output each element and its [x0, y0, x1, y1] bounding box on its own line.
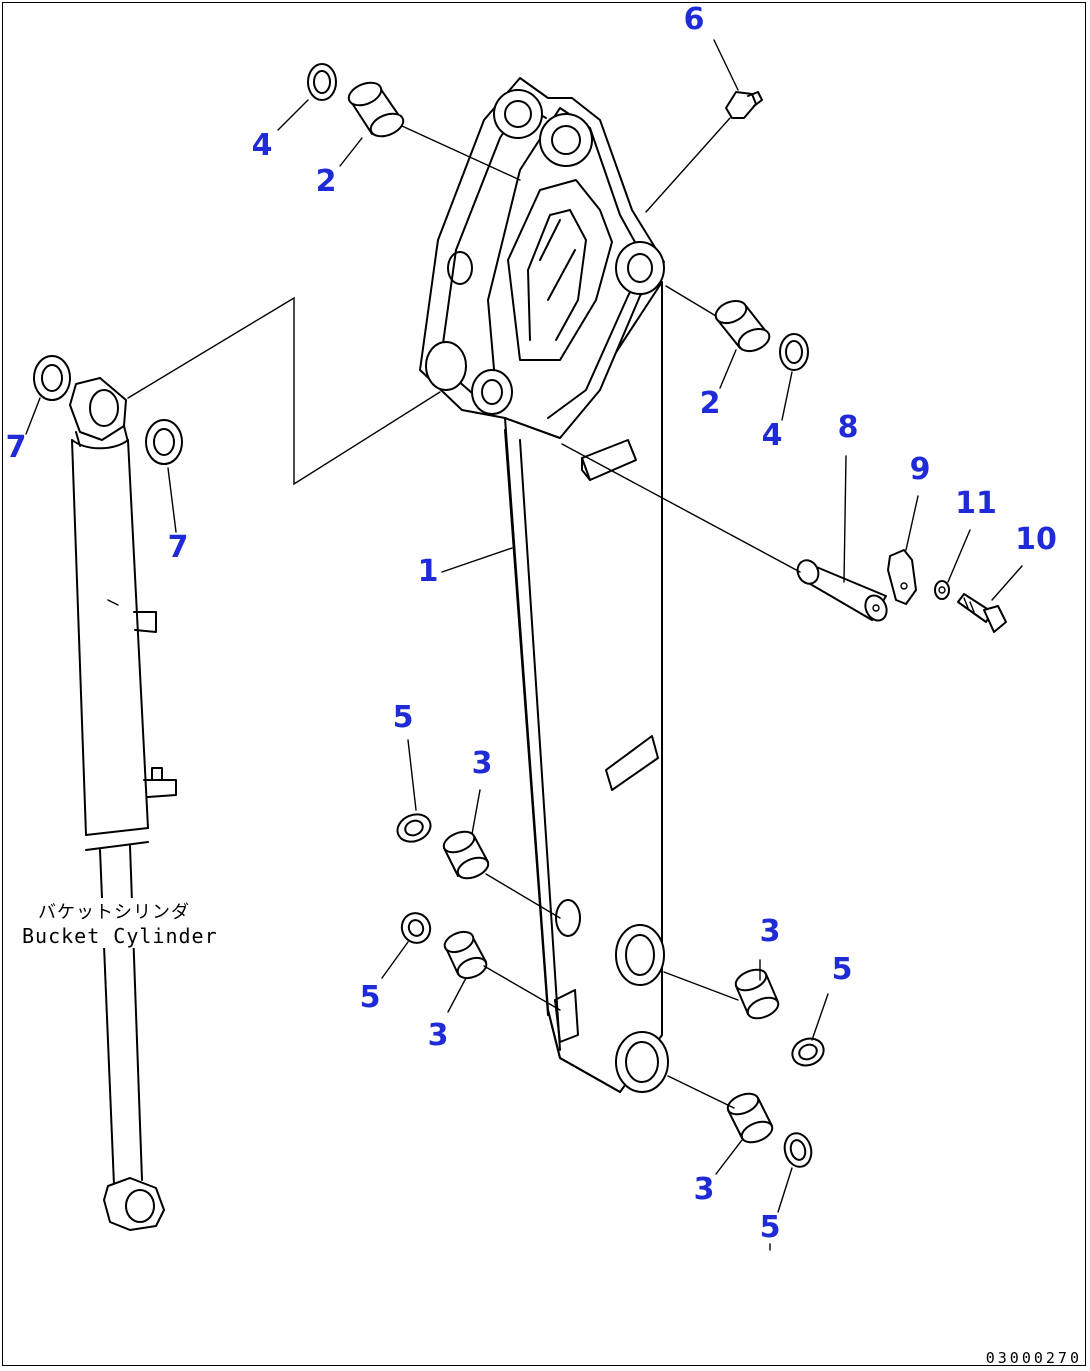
callout-3-lower-right: 3: [693, 1172, 715, 1207]
bushing-3-upper-right: [734, 968, 780, 1020]
bushing-2-upper: [347, 81, 405, 138]
callout-4-upper: 4: [251, 128, 273, 163]
callout-4-lower: 4: [761, 418, 783, 453]
callout-9: 9: [909, 452, 931, 487]
dust-seal-5-lower-right: [783, 1132, 813, 1168]
callout-5-lower-left: 5: [359, 980, 381, 1015]
washer-11: [934, 580, 950, 600]
callout-5-lower-right: 5: [759, 1210, 781, 1245]
callout-2-lower: 2: [699, 386, 721, 421]
callout-2-upper: 2: [315, 164, 337, 199]
callout-8: 8: [837, 410, 859, 445]
bolt-10: [957, 593, 1007, 633]
dust-seal-4-upper: [307, 63, 337, 101]
dust-seal-5-upper-left: [396, 813, 432, 843]
dust-seal-5-upper-right: [791, 1037, 825, 1067]
callout-10: 10: [1015, 522, 1057, 557]
bucket-cylinder: [69, 377, 177, 1231]
leader-lines: [25, 39, 1023, 1251]
thrust-washer-7-right: [145, 419, 183, 465]
callout-3-upper-left: 3: [471, 746, 493, 781]
callout-7-left: 7: [5, 430, 27, 465]
callout-3-upper-right: 3: [759, 914, 781, 949]
grease-fitting-6: [725, 91, 763, 119]
arm-part-1: [419, 77, 669, 1093]
thrust-washer-7-left: [33, 355, 71, 401]
bucket-cylinder-label-jp: バケットシリンダ: [38, 898, 190, 924]
bushing-3-lower-right: [726, 1092, 774, 1144]
drawing-code: 03000270: [985, 1349, 1082, 1367]
callout-11: 11: [955, 486, 997, 521]
bucket-cylinder-label-en: Bucket Cylinder: [22, 924, 218, 948]
callout-6: 6: [683, 2, 705, 37]
callout-3-lower-left: 3: [427, 1018, 449, 1053]
callout-5-upper-right: 5: [831, 952, 853, 987]
callout-5-upper-left: 5: [392, 700, 414, 735]
plate-9: [887, 549, 917, 605]
bushing-3-upper-left: [442, 830, 490, 880]
callout-1: 1: [417, 554, 439, 589]
dust-seal-5-lower-left: [400, 912, 432, 944]
callout-7-right: 7: [167, 530, 189, 565]
bushing-3-lower-left: [443, 930, 488, 980]
bushing-2-lower: [714, 299, 771, 353]
dust-seal-4-lower: [779, 333, 809, 371]
pin-8: [796, 559, 888, 622]
